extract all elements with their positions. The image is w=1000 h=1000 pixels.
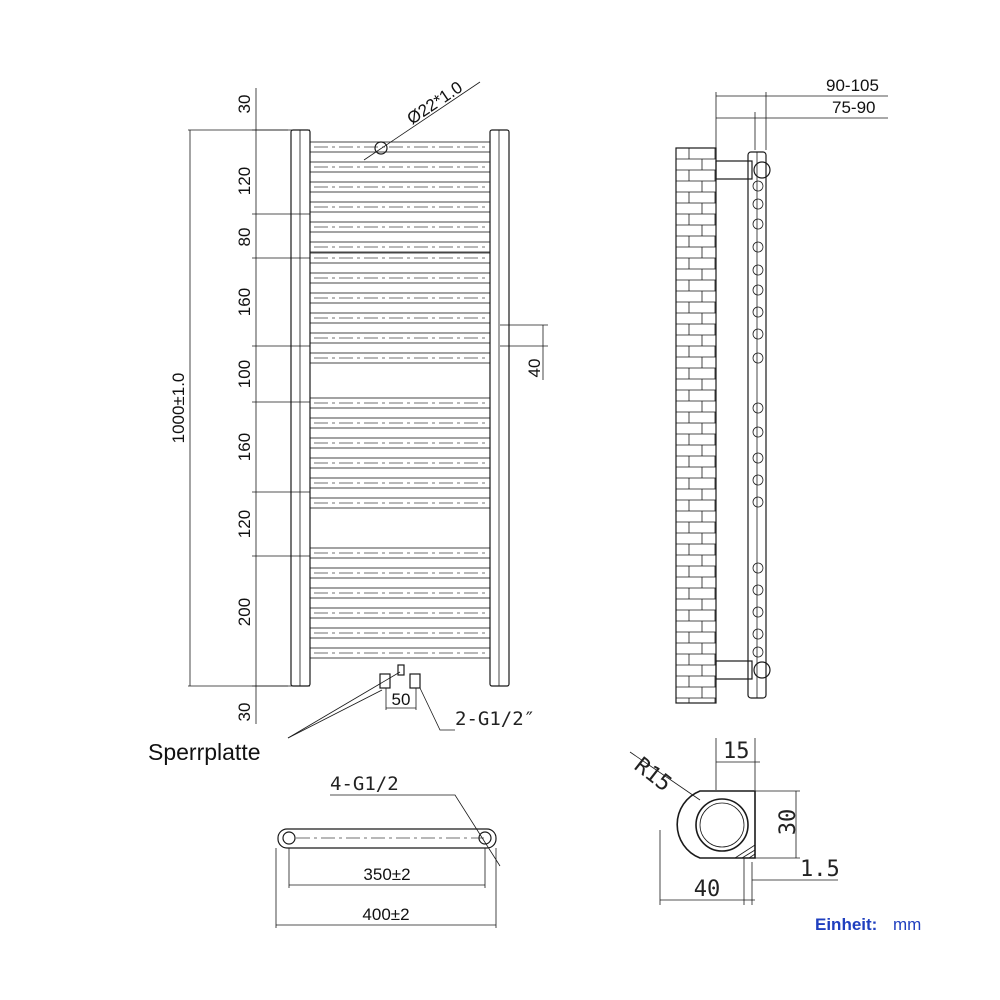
rung-section-circle: [752, 426, 764, 438]
rung: [309, 201, 491, 213]
bracket-radius-label: R15: [629, 753, 676, 797]
tube-diameter-label: Ø22*1.0: [404, 78, 466, 129]
distance-max-label: 90-105: [826, 76, 879, 95]
segment-label: 30: [235, 95, 254, 114]
bracket-pipe-hole: [695, 798, 749, 852]
tube-diameter-callout: Ø22*1.0: [363, 78, 481, 161]
connection-spacing-label: 50: [392, 690, 411, 709]
total-height-label: 1000±1.0: [169, 373, 188, 444]
rung-section-circle: [752, 198, 764, 210]
rung-section-circle: [752, 241, 764, 253]
bracket-outline: [676, 790, 756, 859]
tube-section-circle: [374, 141, 388, 155]
rung: [309, 292, 491, 304]
blocking-plate-label: Sperrplatte: [148, 739, 261, 765]
rung-sections: [752, 180, 764, 658]
units-key: Einheit:: [815, 915, 877, 934]
top-view: 4-G1/2 350±2 400±2: [275, 773, 501, 928]
segment-label: 120: [235, 510, 254, 538]
inner-width-label: 350±2: [363, 865, 410, 884]
side-offset-dimension: 40: [500, 324, 548, 380]
bottom-connections: 50 2-G1/2″: [379, 664, 535, 731]
rung: [309, 477, 491, 489]
left-vertical-tube: [290, 129, 311, 687]
rung: [309, 161, 491, 173]
rung: [309, 457, 491, 469]
rung: [309, 567, 491, 579]
segment-label: 120: [235, 167, 254, 195]
units-note: Einheit: mm: [815, 915, 921, 934]
rung: [309, 397, 491, 409]
segment-label: 200: [235, 598, 254, 626]
rung: [309, 547, 491, 559]
rung-section-circle: [752, 646, 764, 658]
rung: [309, 437, 491, 449]
rung-section-circle: [752, 306, 764, 318]
bracket-thickness-label: 1.5: [800, 857, 840, 882]
wall-section: [675, 147, 717, 704]
mount-thread-label: 4-G1/2: [330, 773, 399, 795]
blocking-plate-callout: Sperrplatte: [148, 671, 401, 765]
wall-bricks: [676, 147, 716, 703]
side-offset-label: 40: [525, 359, 544, 378]
rung-section-circle: [752, 284, 764, 296]
rung-section-circle: [752, 328, 764, 340]
units-value: mm: [893, 915, 921, 934]
rung: [309, 241, 491, 253]
rung: [309, 647, 491, 659]
rung-section-circle: [752, 402, 764, 414]
rung-section-circle: [752, 562, 764, 574]
bracket-width-bottom-label: 40: [694, 877, 721, 902]
segment-ticks: [252, 129, 310, 687]
rung-section-circle: [752, 474, 764, 486]
segment-label: 80: [235, 228, 254, 247]
rung-section-circle: [752, 584, 764, 596]
rung: [309, 312, 491, 324]
bracket-height-label: 30: [776, 809, 801, 836]
segment-label: 30: [235, 703, 254, 722]
side-view: 90-105 75-90: [675, 76, 888, 704]
mount-hole-right: [478, 831, 492, 845]
rung: [309, 587, 491, 599]
front-view: 30 120 80 160 100 160 120 200 30 1000±1.…: [148, 78, 548, 765]
mount-hole-left: [282, 831, 296, 845]
bracket-detail: 15 30 1.5 40 R15: [629, 738, 840, 905]
rung-section-circle: [752, 218, 764, 230]
outer-width-label: 400±2: [362, 905, 409, 924]
rung: [309, 607, 491, 619]
rung-section-circle: [752, 496, 764, 508]
bracket-width-top-label: 15: [723, 739, 750, 764]
right-vertical-tube: [489, 129, 510, 687]
horizontal-rungs: [309, 141, 491, 659]
rung: [309, 497, 491, 509]
segment-label: 100: [235, 360, 254, 388]
distance-min-label: 75-90: [832, 98, 875, 117]
rung: [309, 417, 491, 429]
rung-section-circle: [752, 180, 764, 192]
wall-bracket-bottom: [715, 660, 771, 680]
rung: [309, 352, 491, 364]
rung: [309, 332, 491, 344]
rung-section-circle: [752, 264, 764, 276]
rung-section-circle: [752, 352, 764, 364]
segment-label: 160: [235, 433, 254, 461]
rung-section-circle: [752, 628, 764, 640]
rung: [309, 221, 491, 233]
wall-bracket-top: [715, 160, 771, 180]
connection-thread-label: 2-G1/2″: [455, 708, 535, 730]
rung-section-circle: [752, 452, 764, 464]
rung: [309, 141, 491, 153]
radiator-top-outline: [277, 828, 497, 849]
rung: [309, 272, 491, 284]
segment-label: 160: [235, 288, 254, 316]
rung: [309, 627, 491, 639]
rung: [309, 181, 491, 193]
rung-section-circle: [752, 606, 764, 618]
